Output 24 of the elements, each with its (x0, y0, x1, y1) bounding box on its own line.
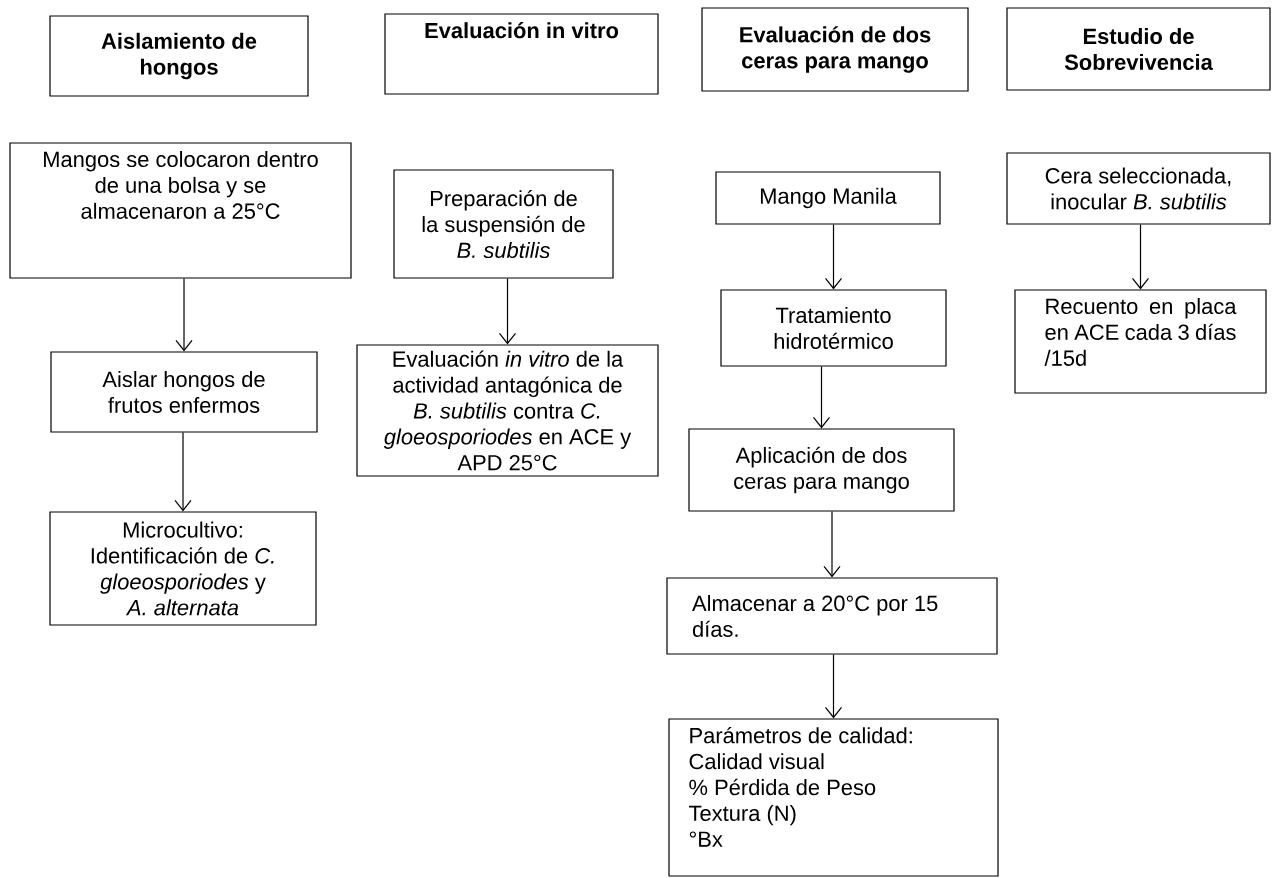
arrow (498, 278, 517, 345)
arrow (824, 224, 843, 290)
process-box: Evaluación in vitro de la actividad antagónica de B. subtilis contra C. gloeosporiodes en ACE y APD 25°C (356, 344, 659, 477)
process-box: Preparación de la suspensión de B. subtilis (393, 169, 614, 279)
arrow (823, 511, 841, 578)
process-box: Parámetros de calidad: Calidad visual % Pérdida de Peso Textura (N) °Bx (668, 718, 999, 877)
process-box: Mangos se colocaron dentro de una bolsa y se almacenaron a 25°C (9, 142, 352, 279)
process-box: Mango Manila (715, 171, 941, 225)
heading-box: Evaluación in vitro (384, 13, 659, 95)
heading-box: Estudio de Sobrevivencia (1006, 7, 1271, 91)
heading-box: Evaluación de dos ceras para mango (701, 7, 969, 92)
process-box: Cera seleccionada, inocular B. subtilis (1006, 152, 1271, 225)
arrow (174, 432, 192, 512)
arrow (812, 366, 831, 429)
process-box: Aislar hongos de frutos enfermos (50, 351, 318, 433)
process-box: Almacenar a 20°C por 15 días. (666, 577, 998, 655)
process-box: Aplicación de dos ceras para mango (688, 428, 955, 512)
process-box: Microcultivo: Identificación de C. gloeosporiodes y A. alternata (49, 511, 317, 626)
arrow (1131, 224, 1150, 290)
heading-box: Aislamiento de hongos (49, 15, 309, 97)
arrow (824, 654, 843, 719)
process-box: Recuento en placa en ACE cada 3 días /15d (1014, 289, 1267, 394)
process-box: Tratamiento hidrotérmico (720, 289, 947, 367)
arrow (175, 278, 193, 352)
